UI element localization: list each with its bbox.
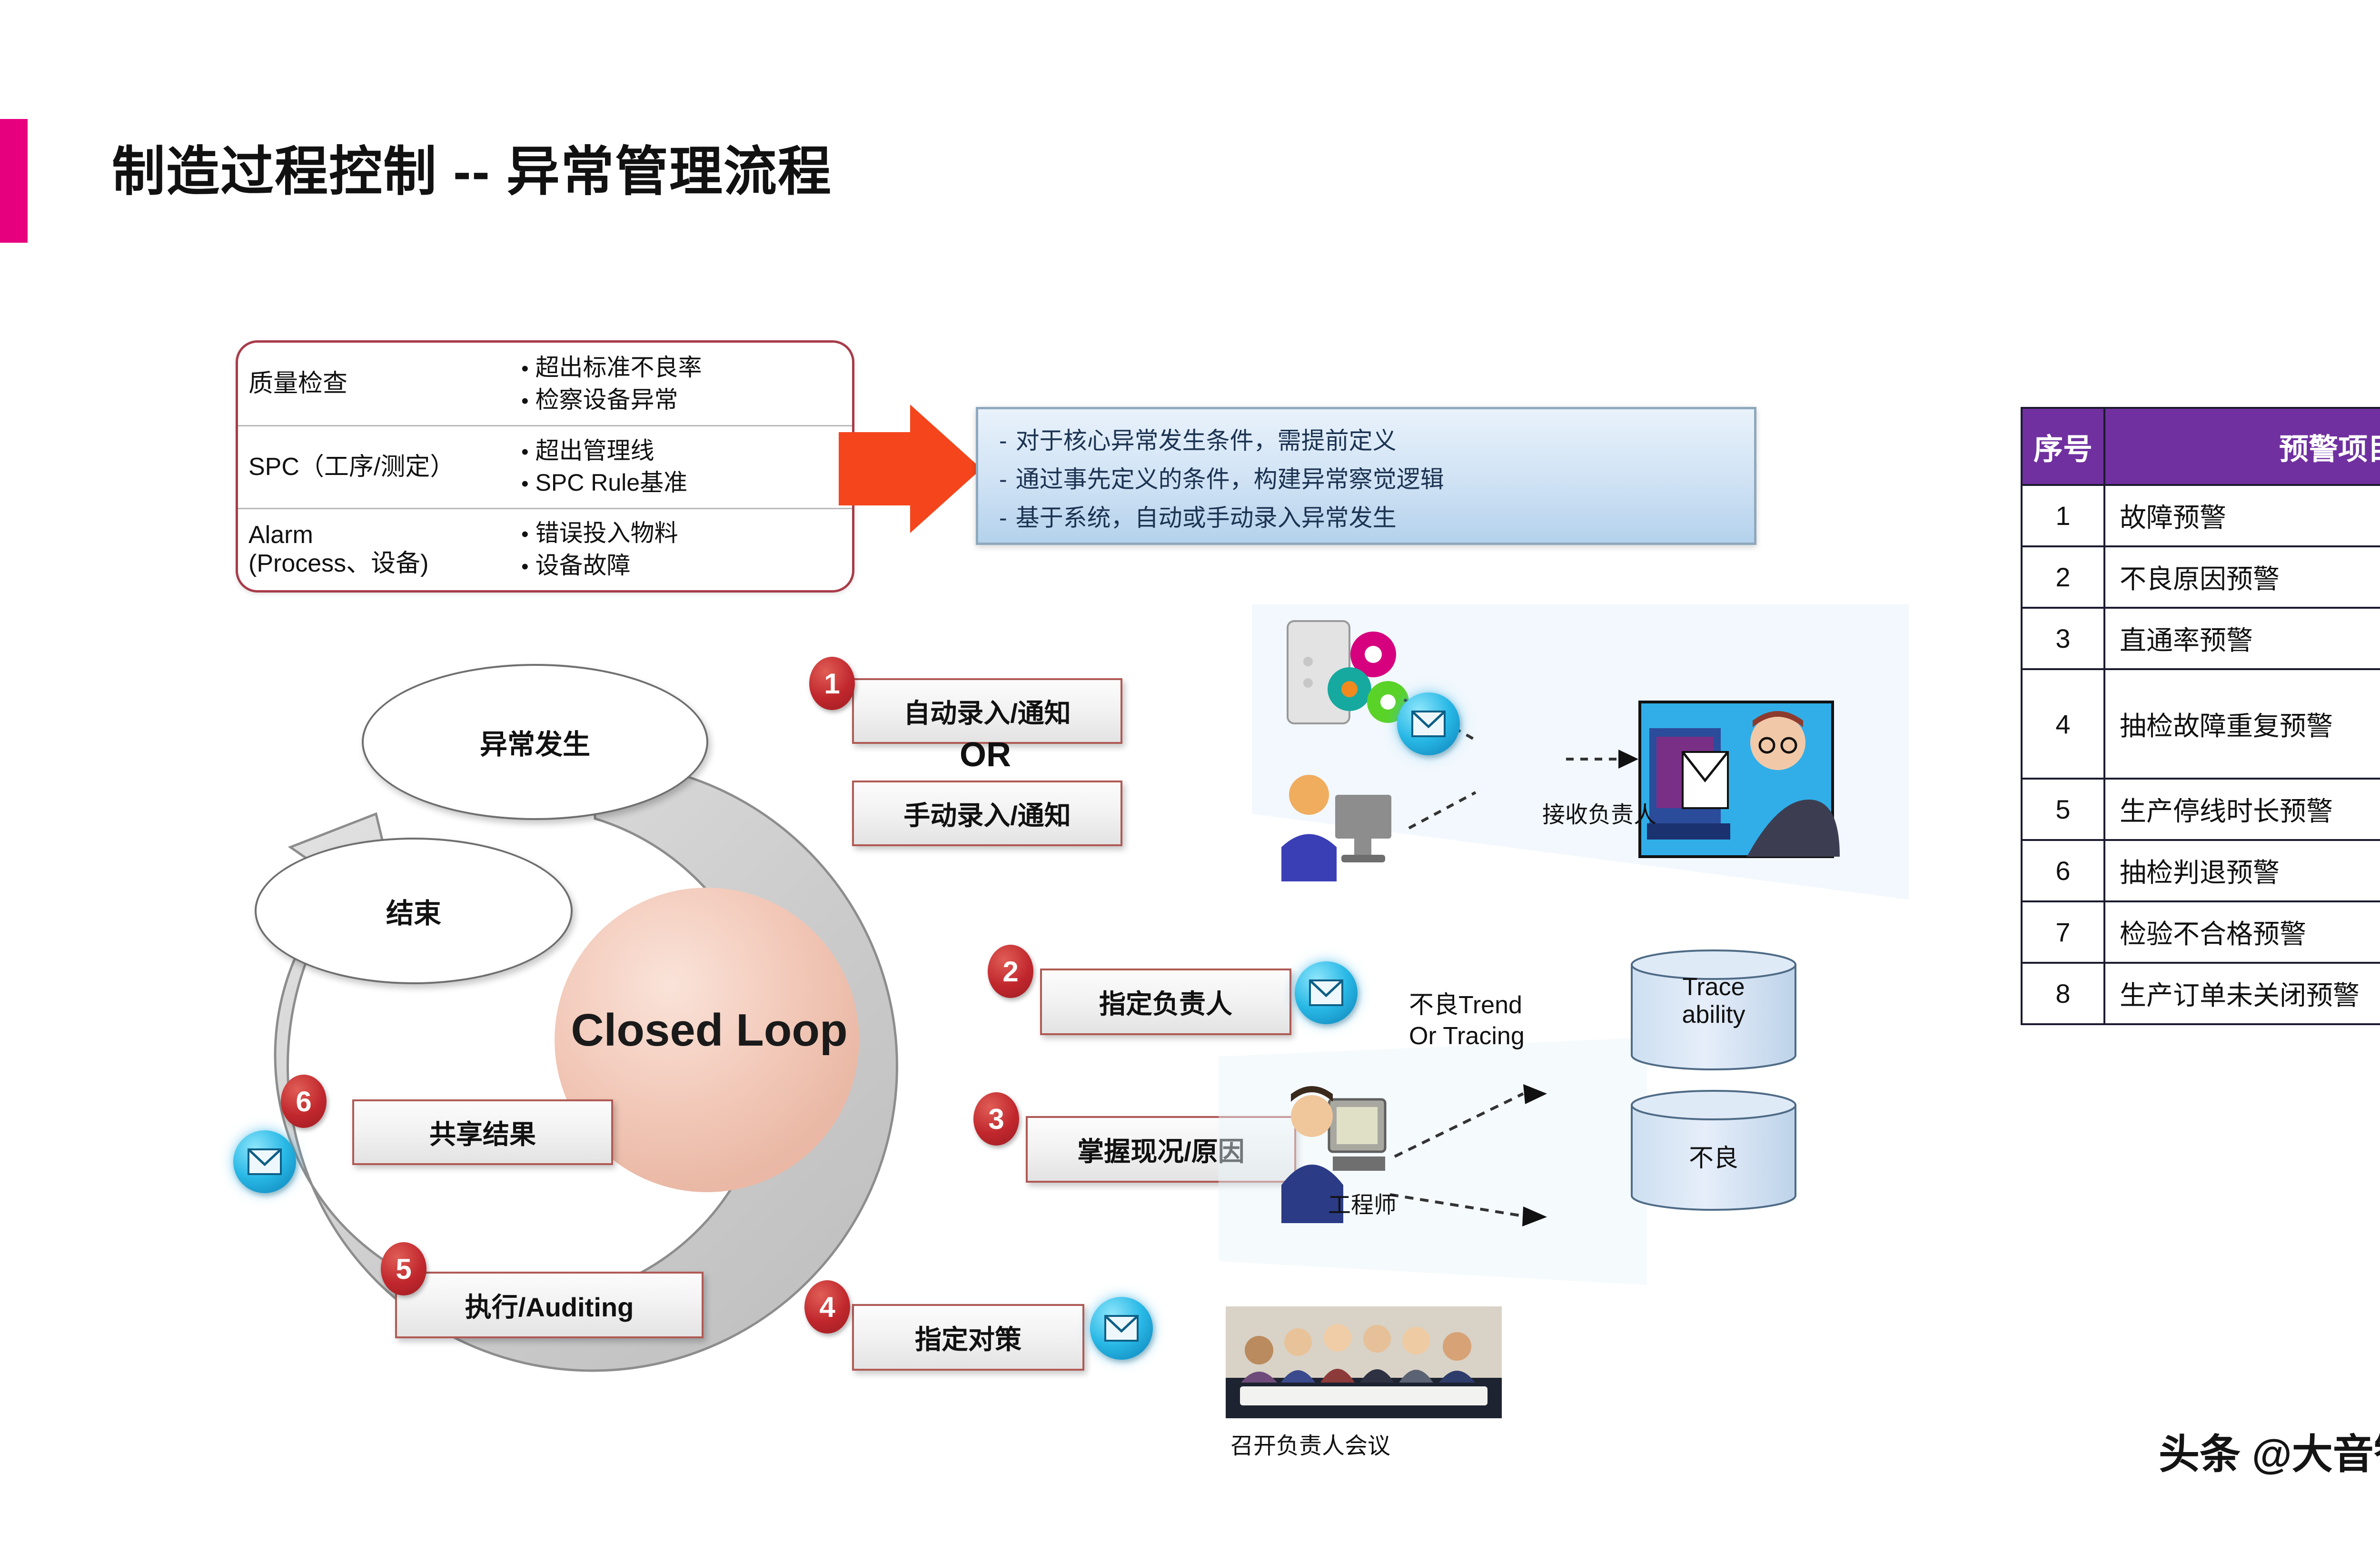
operator-icon	[1281, 775, 1391, 881]
step-number-5: 5	[381, 1242, 426, 1295]
cell-no: 5	[2021, 778, 2105, 841]
step-label: 指定负责人	[1099, 988, 1232, 1019]
receiver-illustration	[1638, 701, 1840, 858]
source-row-spc: SPC（工序/测定） 超出管理线 SPC Rule基准	[238, 425, 852, 507]
abnormality-source-box: 质量检查 超出标准不良率 检察设备异常 SPC（工序/测定） 超出管理线 SPC…	[236, 340, 854, 593]
title-accent-bar	[0, 119, 28, 243]
caption-engineer: 工程师	[1328, 1193, 1397, 1218]
table-row: 5 生产停线时长预警	[2021, 778, 2380, 841]
step-label: 共享结果	[429, 1119, 536, 1149]
step-box-manual-entry[interactable]: 手动录入/通知	[852, 781, 1122, 846]
step-box-auto-entry[interactable]: 自动录入/通知	[852, 678, 1122, 744]
caption-receiver: 接收负责人	[1542, 802, 1657, 828]
table-row: 3 直通率预警	[2021, 607, 2380, 670]
cell-no: 8	[2021, 962, 2105, 1025]
step-number-3: 3	[973, 1092, 1019, 1146]
meeting-photo	[1226, 1306, 1502, 1418]
step-box-share-result[interactable]: 共享结果	[352, 1099, 613, 1165]
column-header-item: 预警项目	[2103, 407, 2380, 486]
watermark: 头条 @大音智能	[2159, 1432, 2380, 1477]
closed-loop-label: Closed Loop	[571, 1005, 848, 1056]
trend-tracing-label: 不良Trend Or Tracing	[1409, 990, 1525, 1052]
cell-no: 4	[2021, 668, 2105, 780]
note-line: 通过事先定义的条件，构建异常察觉逻辑	[999, 460, 1733, 499]
table-row: 2 不良原因预警	[2021, 545, 2380, 609]
caption-meeting: 召开负责人会议	[1230, 1433, 1391, 1459]
cell-no: 6	[2021, 839, 2105, 902]
cylinder-label-defect: 不良	[1688, 1145, 1738, 1172]
alert-items-table: 序号 预警项目 1 故障预警 2 不良原因预警 3 直通率预警 4 抽检故障重复…	[2021, 407, 2380, 1025]
cell-no: 7	[2021, 900, 2105, 964]
step-label: 执行/Auditing	[465, 1292, 634, 1322]
table-row: 7 检验不合格预警	[2021, 900, 2380, 964]
notification-flow-illustration	[1252, 604, 1909, 900]
step-box-execute-auditing[interactable]: 执行/Auditing	[395, 1272, 704, 1338]
table-row: 8 生产订单未关闭预警	[2021, 962, 2380, 1025]
cell-item: 生产订单未关闭预警	[2103, 962, 2380, 1025]
loop-end-label: 结束	[386, 898, 441, 929]
cell-item: 不良原因预警	[2103, 545, 2380, 609]
loop-start-label: 异常发生	[479, 729, 590, 760]
step-box-assign-owner[interactable]: 指定负责人	[1040, 969, 1291, 1035]
cell-item: 抽检判退预警	[2103, 839, 2380, 902]
step-number-4: 4	[804, 1280, 850, 1334]
step-number-1: 1	[809, 657, 855, 710]
page-title: 制造过程控制 -- 异常管理流程	[112, 142, 832, 201]
engineer-tracing-illustration	[1219, 1038, 1647, 1285]
loop-end-node: 结束	[255, 838, 573, 984]
cell-item: 抽检故障重复预警	[2103, 668, 2380, 780]
step-number-6: 6	[281, 1075, 327, 1128]
source-row-label: Alarm (Process、设备)	[248, 521, 429, 577]
table-row: 6 抽检判退预警	[2021, 839, 2380, 902]
trend-line-1: 不良Trend	[1409, 991, 1522, 1019]
source-row-items: 错误投入物料 设备故障	[521, 517, 842, 582]
source-row-items: 超出管理线 SPC Rule基准	[521, 435, 842, 499]
mail-icon	[233, 1130, 296, 1193]
step-box-grasp-cause[interactable]: 掌握现况/原因	[1026, 1116, 1296, 1183]
source-row-label: SPC（工序/测定）	[248, 453, 455, 481]
step-label: 自动录入/通知	[903, 698, 1071, 728]
step-label: 指定对策	[915, 1324, 1021, 1354]
database-cylinder-traceability	[1631, 949, 1796, 1070]
loop-start-node: 异常发生	[362, 664, 708, 820]
cell-item: 直通率预警	[2103, 607, 2380, 670]
note-line: 对于核心异常发生条件，需提前定义	[999, 422, 1733, 460]
table-row: 4 抽检故障重复预警	[2021, 668, 2380, 780]
step-box-countermeasure[interactable]: 指定对策	[852, 1304, 1084, 1371]
source-row-alarm: Alarm (Process、设备) 错误投入物料 设备故障	[238, 507, 852, 590]
cylinder-label-traceability: Trace ability	[1682, 973, 1745, 1029]
mail-icon	[1295, 961, 1358, 1024]
cell-item: 检验不合格预警	[2103, 900, 2380, 964]
mail-icon	[1090, 1297, 1153, 1360]
table-header-row: 序号 预警项目	[2021, 407, 2380, 486]
column-header-no: 序号	[2021, 407, 2105, 486]
engineer-icon	[1281, 1086, 1387, 1223]
note-line: 基于系统，自动或手动录入异常发生	[999, 499, 1733, 537]
step-or-label: OR	[960, 736, 1011, 774]
step-label: 掌握现况/原因	[1077, 1136, 1245, 1166]
cell-no: 2	[2021, 545, 2105, 609]
step-number-2: 2	[988, 945, 1033, 998]
source-row-items: 超出标准不良率 检察设备异常	[521, 352, 842, 416]
database-cylinder-defect	[1631, 1090, 1796, 1211]
source-row-label: 质量检查	[248, 369, 348, 397]
cell-no: 1	[2021, 484, 2105, 547]
cell-no: 3	[2021, 607, 2105, 670]
cell-item: 故障预警	[2103, 484, 2380, 547]
flow-arrow-right-icon	[839, 405, 982, 533]
trend-line-2: Or Tracing	[1409, 1022, 1525, 1050]
table-row: 1 故障预警	[2021, 484, 2380, 547]
cell-item: 生产停线时长预警	[2103, 778, 2380, 841]
mail-icon	[1397, 692, 1460, 755]
step-label: 手动录入/通知	[903, 800, 1071, 830]
server-icon	[1287, 620, 1409, 724]
definition-note-box: 对于核心异常发生条件，需提前定义 通过事先定义的条件，构建异常察觉逻辑 基于系统…	[976, 407, 1756, 545]
source-row-quality: 质量检查 超出标准不良率 检察设备异常	[238, 343, 852, 425]
